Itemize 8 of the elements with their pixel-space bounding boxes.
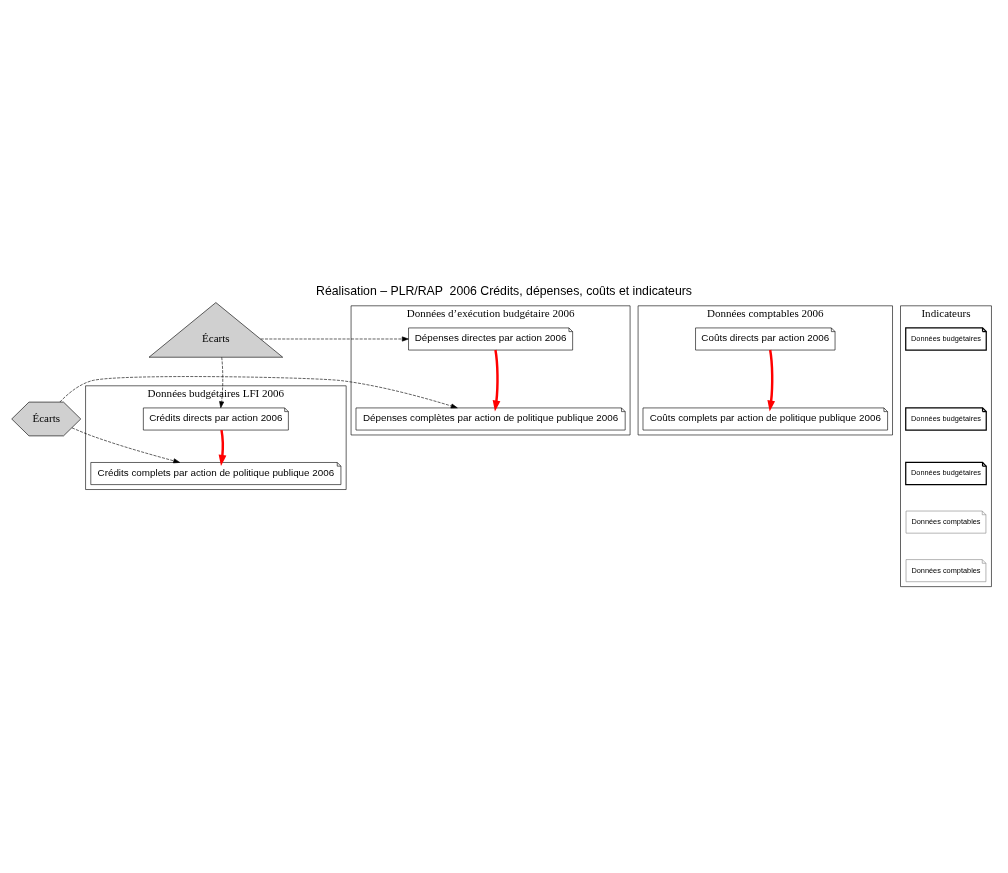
arrow: [767, 349, 776, 412]
arrow: [218, 429, 227, 466]
arrow: [59, 375, 458, 408]
arrow: [219, 356, 225, 408]
diagram-title: Réalisation – PLR/RAP 2006 Crédits, dépenses, coûts et indicateurs: [316, 283, 692, 298]
arrow: [71, 427, 181, 463]
arrow: [492, 349, 501, 412]
arrow: [260, 336, 409, 341]
